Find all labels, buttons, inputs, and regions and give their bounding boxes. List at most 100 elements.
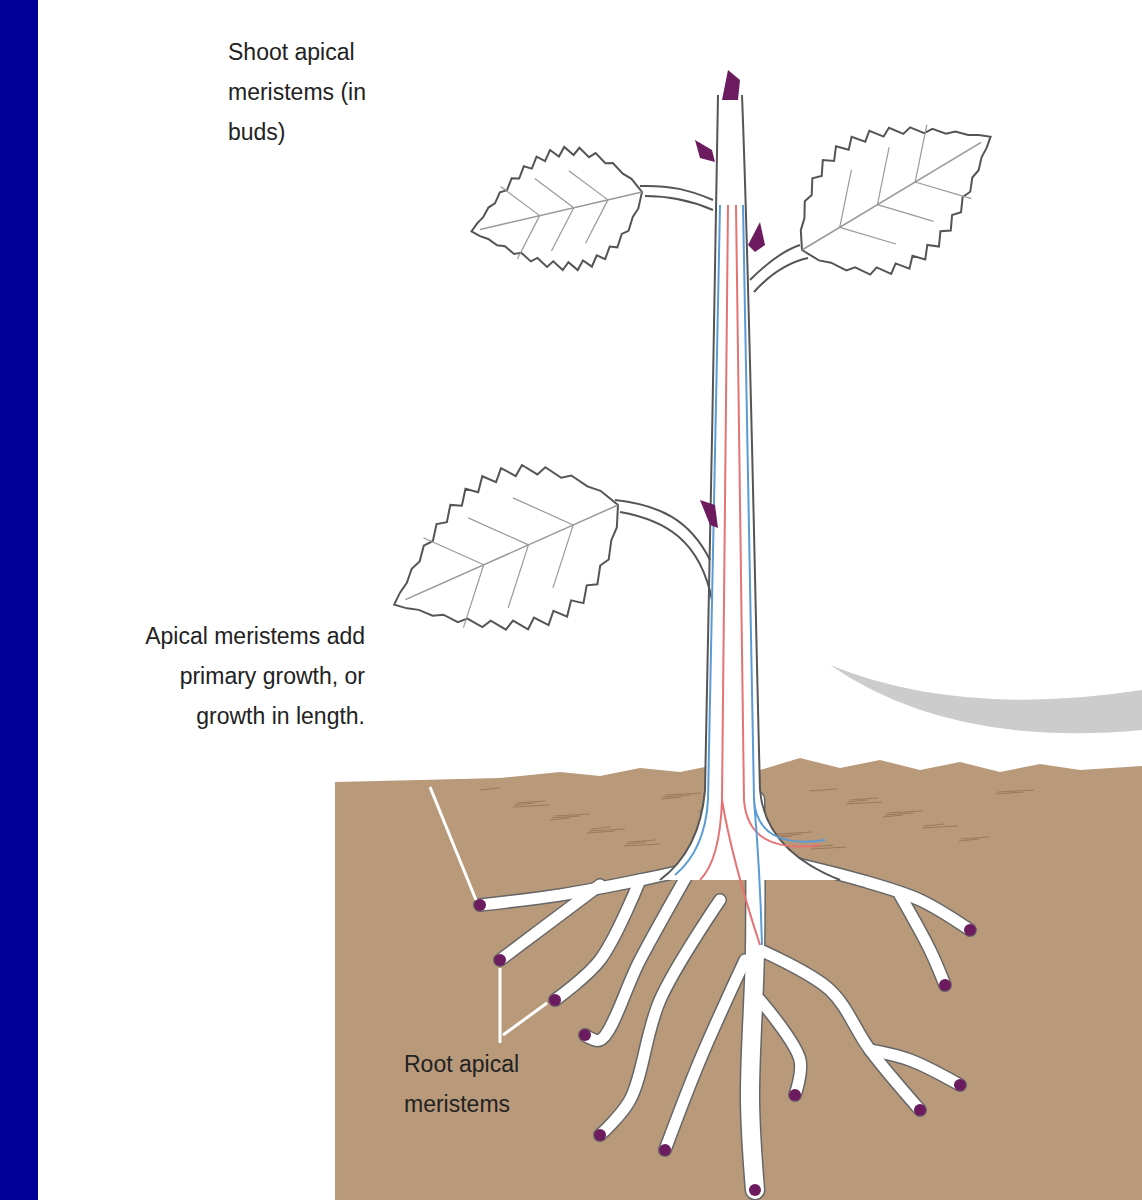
soil-stroke (998, 790, 1034, 792)
leaf-vein (405, 505, 618, 600)
root-tip (954, 1079, 966, 1091)
soil-stroke (513, 805, 549, 807)
root-tip (594, 1129, 606, 1141)
vascular-line (675, 205, 720, 875)
soil-stroke (628, 840, 656, 842)
soil-stroke (663, 795, 691, 797)
leaf-vein (513, 480, 573, 543)
leaf-vein (915, 162, 971, 219)
soil-stroke (961, 837, 989, 839)
soil-stroke (589, 829, 625, 831)
root-tip (789, 1089, 801, 1101)
root (870, 1050, 960, 1085)
leaf-vein (535, 172, 574, 215)
soil-stroke (883, 815, 903, 817)
leaf-vein (855, 147, 911, 204)
soil-stroke (661, 797, 681, 799)
leader-line (500, 968, 547, 1043)
petiole (620, 512, 712, 600)
soil-stroke (587, 831, 615, 833)
root-tip (659, 1144, 671, 1156)
leader-line (430, 787, 476, 900)
grey-arc (830, 665, 1142, 733)
soil-stroke (515, 803, 535, 805)
leaf-vein (877, 184, 933, 241)
leaf-vein (577, 200, 616, 243)
soil-stroke (996, 792, 1024, 794)
bud (700, 500, 718, 528)
root-outline (760, 950, 920, 1110)
bud (695, 140, 715, 162)
leaf-vein (840, 207, 896, 264)
root (665, 960, 745, 1150)
root-tip (549, 994, 561, 1006)
root-outline (665, 960, 745, 1150)
root-tip (749, 1184, 761, 1196)
label: Apical meristems add primary growth, or … (131, 616, 365, 736)
soil-stroke (846, 802, 882, 804)
petiole (645, 196, 713, 210)
soil-stroke (517, 801, 545, 803)
root (760, 950, 920, 1110)
leaf-vein (468, 500, 528, 563)
label: Shoot apical meristems (in buds) (228, 32, 368, 152)
root-tip (914, 1104, 926, 1116)
vascular-line (700, 205, 760, 945)
root (585, 870, 690, 1040)
leaf (765, 75, 1027, 311)
root (900, 895, 945, 985)
leaf (361, 431, 651, 680)
leaf-vein (509, 216, 548, 259)
soil-stroke (665, 793, 701, 795)
soil-stroke (626, 842, 646, 844)
leaf-vein (423, 520, 483, 583)
leaf-vein (802, 142, 981, 250)
bud (748, 222, 765, 252)
root-tip (474, 899, 486, 911)
root (760, 1000, 801, 1095)
leaves (361, 75, 1027, 679)
leaf-blade (458, 132, 656, 291)
soil-stroke (550, 818, 570, 820)
root-tip (494, 954, 506, 966)
soil-stroke (480, 788, 500, 790)
soil-stroke (811, 847, 847, 849)
leaf-vein (443, 565, 503, 628)
soil-stroke (924, 824, 944, 826)
root-tip (939, 979, 951, 991)
soil-stroke (809, 789, 837, 791)
leaf-blade (765, 75, 1027, 311)
root (600, 900, 720, 1135)
root-outline (760, 1000, 801, 1095)
soil-stroke (552, 816, 580, 818)
soil-stroke (922, 826, 958, 828)
bud (722, 70, 740, 100)
leaf-vein (533, 525, 593, 588)
leaf-vein (893, 125, 949, 182)
leaf (458, 132, 656, 291)
soil-stroke (850, 798, 878, 800)
soil-stroke (885, 813, 913, 815)
soil-stroke (959, 839, 979, 841)
soil-stroke (887, 811, 923, 813)
vascular-line (743, 205, 825, 945)
soil-stroke (554, 814, 590, 816)
petiole (754, 258, 808, 292)
leaf-vein (488, 545, 548, 608)
soil-stroke (624, 844, 660, 846)
leaf-vein (569, 164, 608, 207)
soil-stroke (776, 832, 812, 834)
soil-stroke (848, 800, 868, 802)
leaf-blade (361, 431, 651, 680)
label: Root apical meristems (404, 1044, 564, 1124)
root (500, 885, 600, 960)
side-bar (0, 0, 38, 1200)
leaf-vein (543, 208, 582, 251)
buds (695, 70, 765, 528)
root-tip (964, 924, 976, 936)
petiole (615, 500, 710, 560)
soil-stroke (591, 827, 611, 829)
root-tip (579, 1029, 591, 1041)
